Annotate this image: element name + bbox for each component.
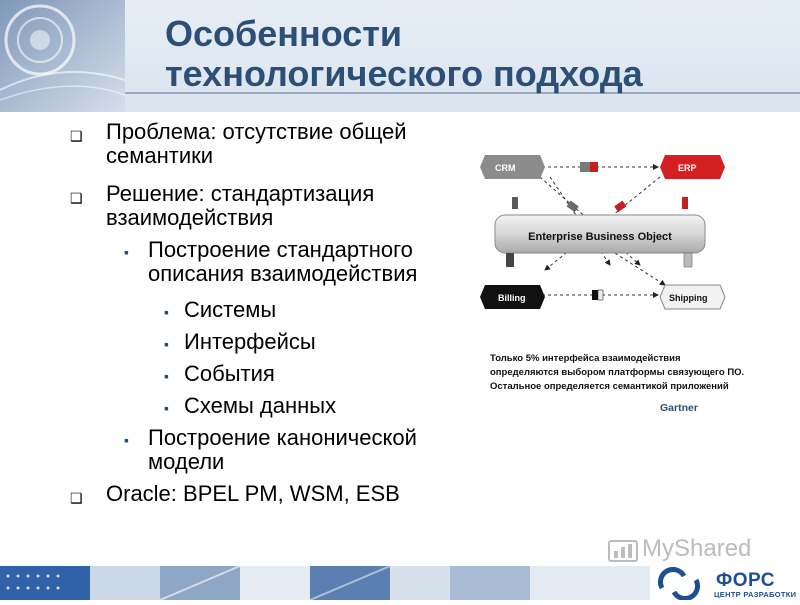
quote-line-3: Остальное определяется семантикой прилож… — [490, 381, 729, 392]
slide-title: Особенности технологического подхода — [165, 14, 785, 94]
list-item-line: Решение: стандартизация — [106, 181, 375, 206]
crm-label: CRM — [495, 163, 516, 173]
myshared-logo-icon — [608, 540, 638, 562]
billing-label: Billing — [498, 293, 526, 303]
watermark-text: MyShared — [642, 535, 752, 562]
shipping-node: Shipping — [659, 284, 726, 310]
square-bullet-icon: ▪ — [164, 400, 169, 416]
list-item: ▪ Построение канонической модели — [124, 426, 417, 474]
list-item: ❑ Oracle: BPEL PM, WSM, ESB — [70, 481, 400, 507]
list-item-line: Oracle: BPEL PM, WSM, ESB — [106, 481, 400, 506]
list-item: ❑ Решение: стандартизация взаимодействия — [70, 182, 374, 230]
square-bullet-icon: ▪ — [164, 368, 169, 384]
square-bullet-icon: ▪ — [124, 244, 129, 260]
header-divider — [125, 92, 800, 94]
list-item: ▪ Схемы данных — [164, 394, 336, 418]
footer-band — [0, 565, 800, 601]
square-outline-bullet-icon: ❑ — [70, 190, 83, 206]
header-decorative-image — [0, 0, 125, 112]
fors-logo-text: ФОРС — [716, 570, 775, 591]
square-outline-bullet-icon: ❑ — [70, 128, 83, 144]
erp-label: ERP — [678, 163, 697, 173]
title-line-1: Особенности — [165, 13, 403, 54]
fors-logo-subtitle: ЦЕНТР РАЗРАБОТКИ — [714, 590, 797, 599]
list-item-line: Системы — [184, 297, 277, 322]
fors-logo-icon — [657, 566, 701, 600]
list-item: ▪ Построение стандартного описания взаим… — [124, 238, 417, 286]
list-item-line: семантики — [106, 143, 214, 168]
title-line-2: технологического подхода — [165, 53, 643, 94]
square-bullet-icon: ▪ — [164, 304, 169, 320]
list-item-line: описания взаимодействия — [148, 261, 418, 286]
integration-diagram: CRM ERP Enterprise Business Object Billi… — [480, 155, 726, 310]
gartner-quote: Только 5% интерфейса взаимодействия опре… — [490, 352, 790, 394]
footer-decorative-strip — [0, 565, 650, 601]
enterprise-business-object-bus: Enterprise Business Object — [494, 214, 706, 268]
quote-line-2: определяются выбором платформы связующег… — [490, 367, 745, 378]
bus-label: Enterprise Business Object — [528, 231, 672, 243]
quote-source: Gartner — [660, 402, 698, 414]
list-item: ▪ Системы — [164, 298, 276, 322]
list-item: ▪ События — [164, 362, 275, 386]
shipping-label: Shipping — [669, 293, 708, 303]
connector-plugs — [512, 162, 688, 301]
crm-node: CRM — [480, 155, 545, 179]
square-outline-bullet-icon: ❑ — [70, 490, 83, 506]
list-item: ▪ Интерфейсы — [164, 330, 316, 354]
square-bullet-icon: ▪ — [164, 336, 169, 352]
square-bullet-icon: ▪ — [124, 432, 129, 448]
list-item-line: Построение канонической — [148, 425, 417, 450]
quote-line-1: Только 5% интерфейса взаимодействия — [490, 353, 681, 364]
list-item-line: События — [184, 361, 275, 386]
list-item-line: модели — [148, 449, 225, 474]
list-item-line: Проблема: отсутствие общей — [106, 119, 407, 144]
list-item-line: Схемы данных — [184, 393, 337, 418]
list-item-line: взаимодействия — [106, 205, 274, 230]
list-item: ❑ Проблема: отсутствие общей семантики — [70, 120, 407, 168]
list-item-line: Интерфейсы — [184, 329, 316, 354]
list-item-line: Построение стандартного — [148, 237, 413, 262]
billing-node: Billing — [480, 285, 545, 309]
logo-area — [650, 566, 800, 600]
erp-node: ERP — [660, 155, 725, 179]
